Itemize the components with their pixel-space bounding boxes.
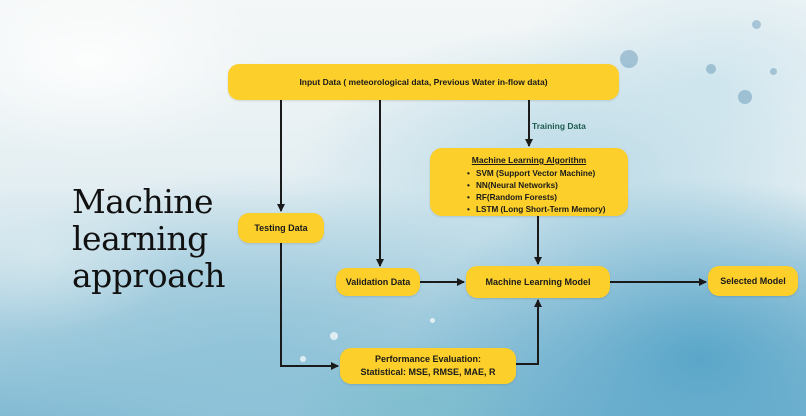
ml-algorithm-box: Machine Learning Algorithm SVM (Support … <box>430 148 628 216</box>
training-data-label: Training Data <box>532 121 586 131</box>
decor-dot <box>430 318 435 323</box>
slide-title-line: approach <box>72 256 225 295</box>
decor-dot <box>770 68 777 75</box>
selected-model-box: Selected Model <box>708 266 798 296</box>
decor-dot <box>330 332 338 340</box>
ml-model-box: Machine Learning Model <box>466 266 610 298</box>
decor-dot <box>752 20 761 29</box>
input-data-label: Input Data ( meteorological data, Previo… <box>299 77 548 87</box>
input-data-box: Input Data ( meteorological data, Previo… <box>228 64 619 100</box>
testing-data-label: Testing Data <box>254 223 308 233</box>
decor-dot <box>620 50 638 68</box>
algorithm-item: NN(Neural Networks) <box>467 180 628 192</box>
decor-dot <box>738 90 752 104</box>
slide-title-line: Machine <box>72 182 214 221</box>
performance-title: Performance Evaluation: <box>374 354 482 364</box>
validation-data-label: Validation Data <box>345 277 411 287</box>
algorithm-list: SVM (Support Vector Machine) NN(Neural N… <box>430 168 628 216</box>
ml-algorithm-title: Machine Learning Algorithm <box>471 155 587 165</box>
performance-evaluation-box: Performance Evaluation: Statistical: MSE… <box>340 348 516 384</box>
algorithm-item: SVM (Support Vector Machine) <box>467 168 628 180</box>
selected-model-label: Selected Model <box>720 276 786 286</box>
testing-data-box: Testing Data <box>238 213 324 243</box>
slide-title: Machine learning approach <box>72 183 272 294</box>
decor-dot <box>706 64 716 74</box>
algorithm-item: RF(Random Forests) <box>467 192 628 204</box>
decor-dot <box>300 356 306 362</box>
arrow-performance-to-model <box>516 299 542 365</box>
arrow-testing-to-performance <box>280 243 339 370</box>
ml-model-label: Machine Learning Model <box>485 277 591 287</box>
validation-data-box: Validation Data <box>336 268 420 296</box>
algorithm-item: LSTM (Long Short-Term Memory) <box>467 204 628 216</box>
performance-metrics: Statistical: MSE, RMSE, MAE, R <box>360 367 496 377</box>
slide-title-line: learning <box>72 219 208 258</box>
